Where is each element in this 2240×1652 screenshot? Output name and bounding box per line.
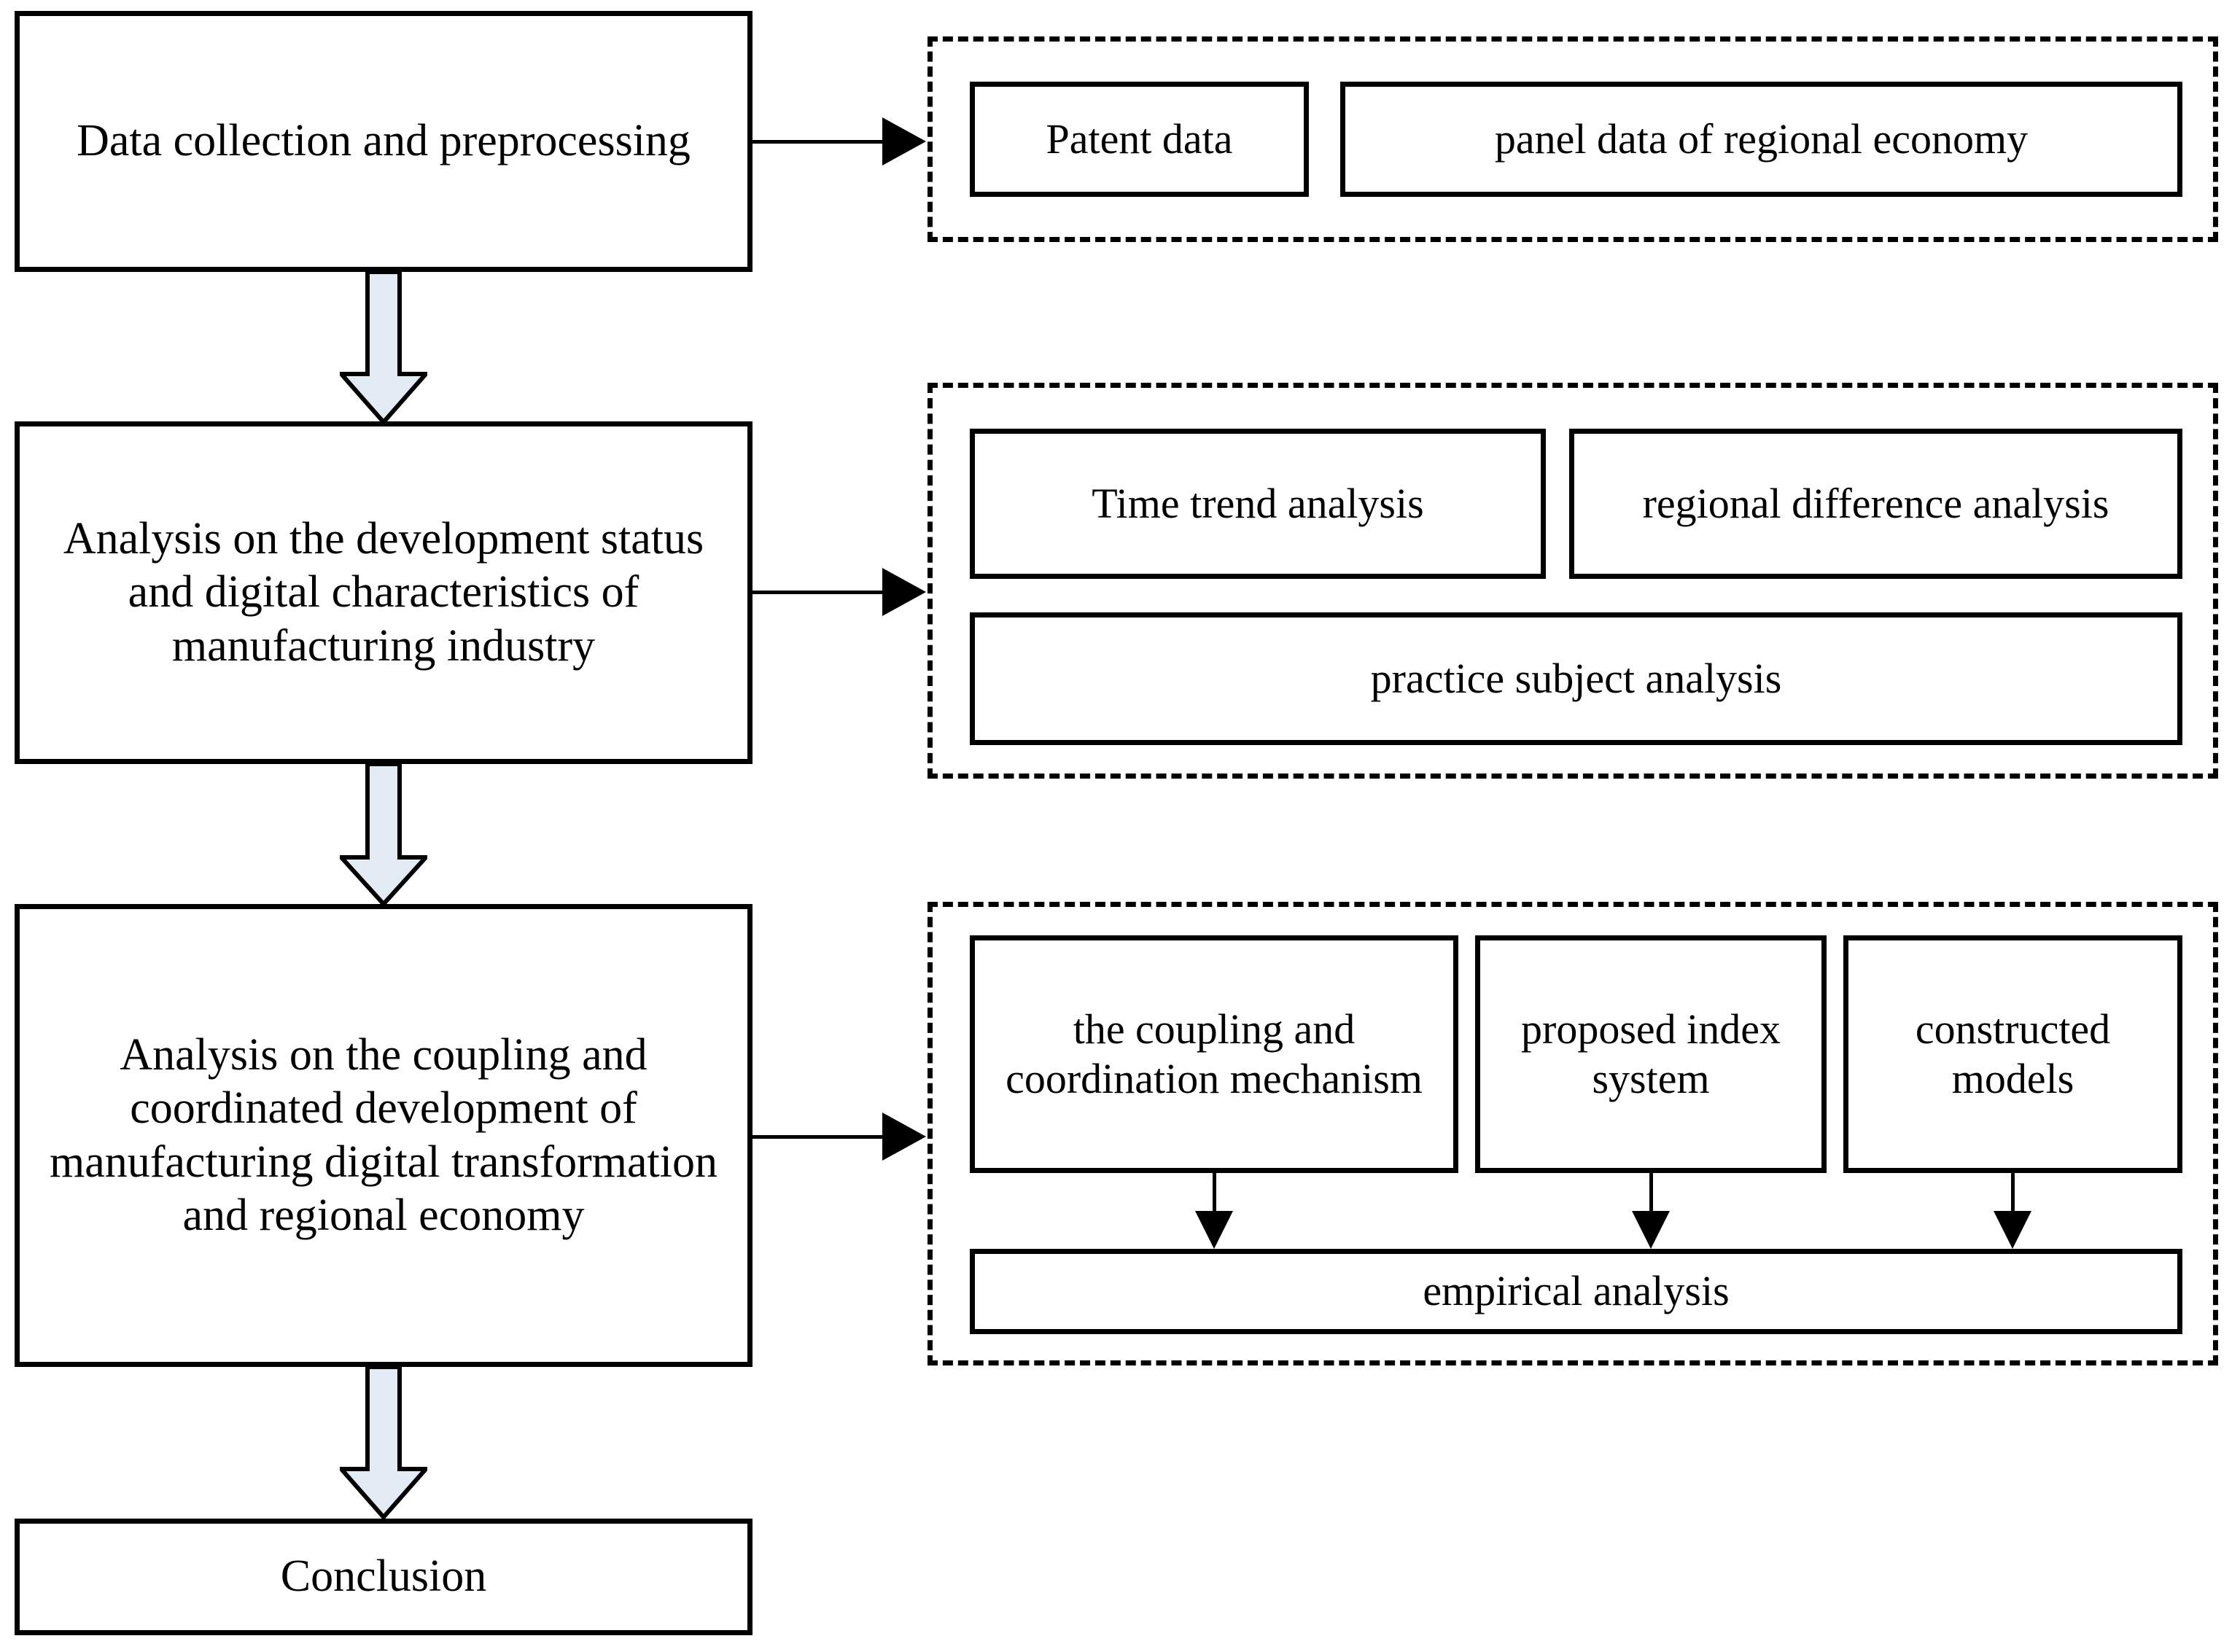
- stage-box-label: Analysis on the coupling and coordinated…: [50, 1030, 718, 1240]
- sub-box-constructed-models[interactable]: constructed models: [1843, 935, 2182, 1173]
- stage-box-label: Analysis on the development status and d…: [63, 514, 704, 671]
- group-box-data-sources: [928, 36, 2218, 242]
- connector-mechanism-to-empirical-line: [1213, 1173, 1216, 1224]
- sub-box-label: Time trend analysis: [1092, 479, 1424, 527]
- connector-stage2-to-group2-arrowhead: [882, 568, 926, 616]
- sub-box-practice-subject-analysis[interactable]: practice subject analysis: [970, 612, 2182, 745]
- stage-box-label: Data collection and preprocessing: [77, 116, 691, 166]
- sub-box-patent-data[interactable]: Patent data: [970, 82, 1309, 197]
- connector-stage1-to-stage2-block-arrow: [340, 272, 427, 424]
- connector-stage3-to-group3-arrowhead: [882, 1113, 926, 1161]
- stage-box-coupling-coordination[interactable]: Analysis on the coupling and coordinated…: [15, 904, 752, 1367]
- sub-box-label: the coupling and coordination mechanism: [1006, 1005, 1423, 1102]
- sub-box-label: regional difference analysis: [1642, 479, 2109, 527]
- sub-box-label: proposed index system: [1521, 1005, 1781, 1102]
- connector-models-to-empirical-arrowhead: [1994, 1211, 2031, 1249]
- connector-stage3-to-group3-line: [752, 1135, 895, 1139]
- sub-box-label: constructed models: [1915, 1005, 2111, 1102]
- stage-box-development-status[interactable]: Analysis on the development status and d…: [15, 421, 752, 764]
- sub-box-label: Patent data: [1046, 114, 1233, 163]
- connector-index-to-empirical-arrowhead: [1632, 1211, 1670, 1249]
- group-box-status-analysis: [928, 383, 2218, 779]
- sub-box-regional-difference-analysis[interactable]: regional difference analysis: [1569, 429, 2182, 579]
- connector-stage2-to-stage3-block-arrow: [340, 764, 427, 905]
- group-box-coupling-analysis: [928, 902, 2218, 1365]
- sub-box-panel-data[interactable]: panel data of regional economy: [1340, 82, 2182, 197]
- connector-stage1-to-group1-line: [752, 140, 895, 144]
- sub-box-label: empirical analysis: [1423, 1267, 1730, 1315]
- connector-models-to-empirical-line: [2011, 1173, 2015, 1224]
- stage-box-conclusion[interactable]: Conclusion: [15, 1519, 752, 1635]
- sub-box-label: practice subject analysis: [1370, 654, 1782, 702]
- stage-box-label: Conclusion: [280, 1551, 487, 1602]
- sub-box-coupling-coordination-mechanism[interactable]: the coupling and coordination mechanism: [970, 935, 1458, 1173]
- sub-box-time-trend-analysis[interactable]: Time trend analysis: [970, 429, 1546, 579]
- sub-box-proposed-index-system[interactable]: proposed index system: [1475, 935, 1827, 1173]
- connector-stage2-to-group2-line: [752, 591, 895, 594]
- sub-box-label: panel data of regional economy: [1494, 114, 2029, 163]
- stage-box-data-collection[interactable]: Data collection and preprocessing: [15, 11, 752, 272]
- sub-box-empirical-analysis[interactable]: empirical analysis: [970, 1249, 2182, 1334]
- connector-index-to-empirical-line: [1649, 1173, 1653, 1224]
- connector-mechanism-to-empirical-arrowhead: [1195, 1211, 1233, 1249]
- connector-stage1-to-group1-arrowhead: [882, 117, 926, 165]
- connector-stage3-to-conclusion-block-arrow: [340, 1367, 427, 1519]
